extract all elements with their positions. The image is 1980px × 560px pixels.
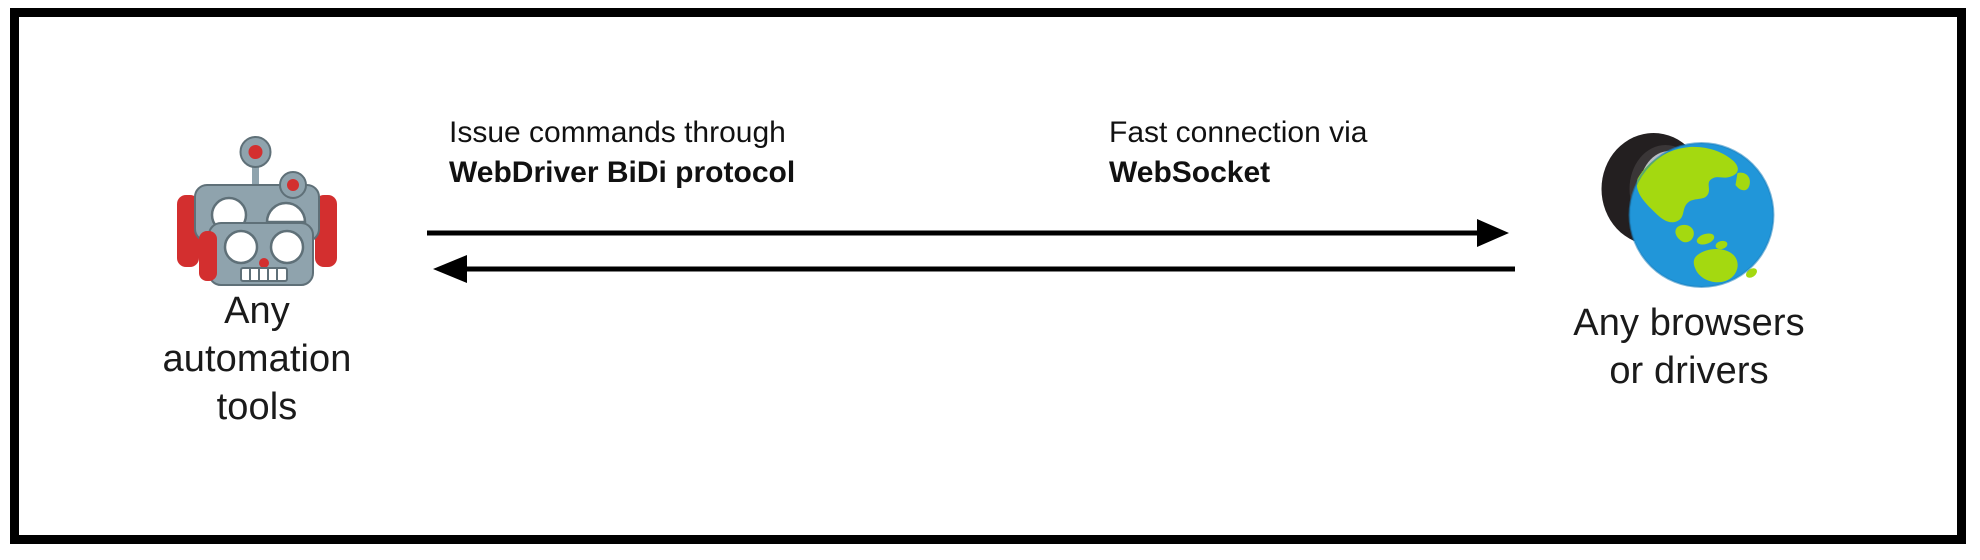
- diagram-frame: Any automation tools Issue: [10, 8, 1966, 544]
- globe-tire-icon: [1601, 133, 1775, 288]
- arrow-outbound: [427, 219, 1509, 247]
- globe-tire-icon-wrap: [1499, 127, 1879, 299]
- globe-icon: [1628, 142, 1775, 288]
- robot-icon-wrap: [97, 127, 417, 287]
- caption-line: Any: [224, 290, 290, 332]
- connection-arrows: [427, 213, 1517, 303]
- robot-icon: [177, 136, 337, 286]
- diagram-canvas: Any automation tools Issue: [19, 17, 1957, 535]
- caption-line: automation: [162, 338, 352, 380]
- node-browsers-drivers: Any browsers or drivers: [1499, 127, 1879, 395]
- label-outbound-line1: Issue commands through: [449, 116, 786, 149]
- label-inbound-line2: WebSocket: [1109, 156, 1271, 189]
- caption-line: or drivers: [1609, 350, 1769, 392]
- label-outbound: Issue commands through WebDriver BiDi pr…: [449, 113, 795, 193]
- label-inbound: Fast connection via WebSocket: [1109, 113, 1367, 193]
- node-automation-tools: Any automation tools: [97, 127, 417, 431]
- label-inbound-line1: Fast connection via: [1109, 116, 1368, 149]
- arrow-inbound: [433, 255, 1515, 283]
- caption-line: Any browsers: [1573, 302, 1805, 344]
- label-outbound-line2: WebDriver BiDi protocol: [449, 156, 796, 189]
- caption-line: tools: [216, 386, 298, 428]
- automation-tools-caption: Any automation tools: [97, 287, 417, 431]
- browsers-drivers-caption: Any browsers or drivers: [1499, 299, 1879, 395]
- arrows-svg: [427, 219, 1515, 283]
